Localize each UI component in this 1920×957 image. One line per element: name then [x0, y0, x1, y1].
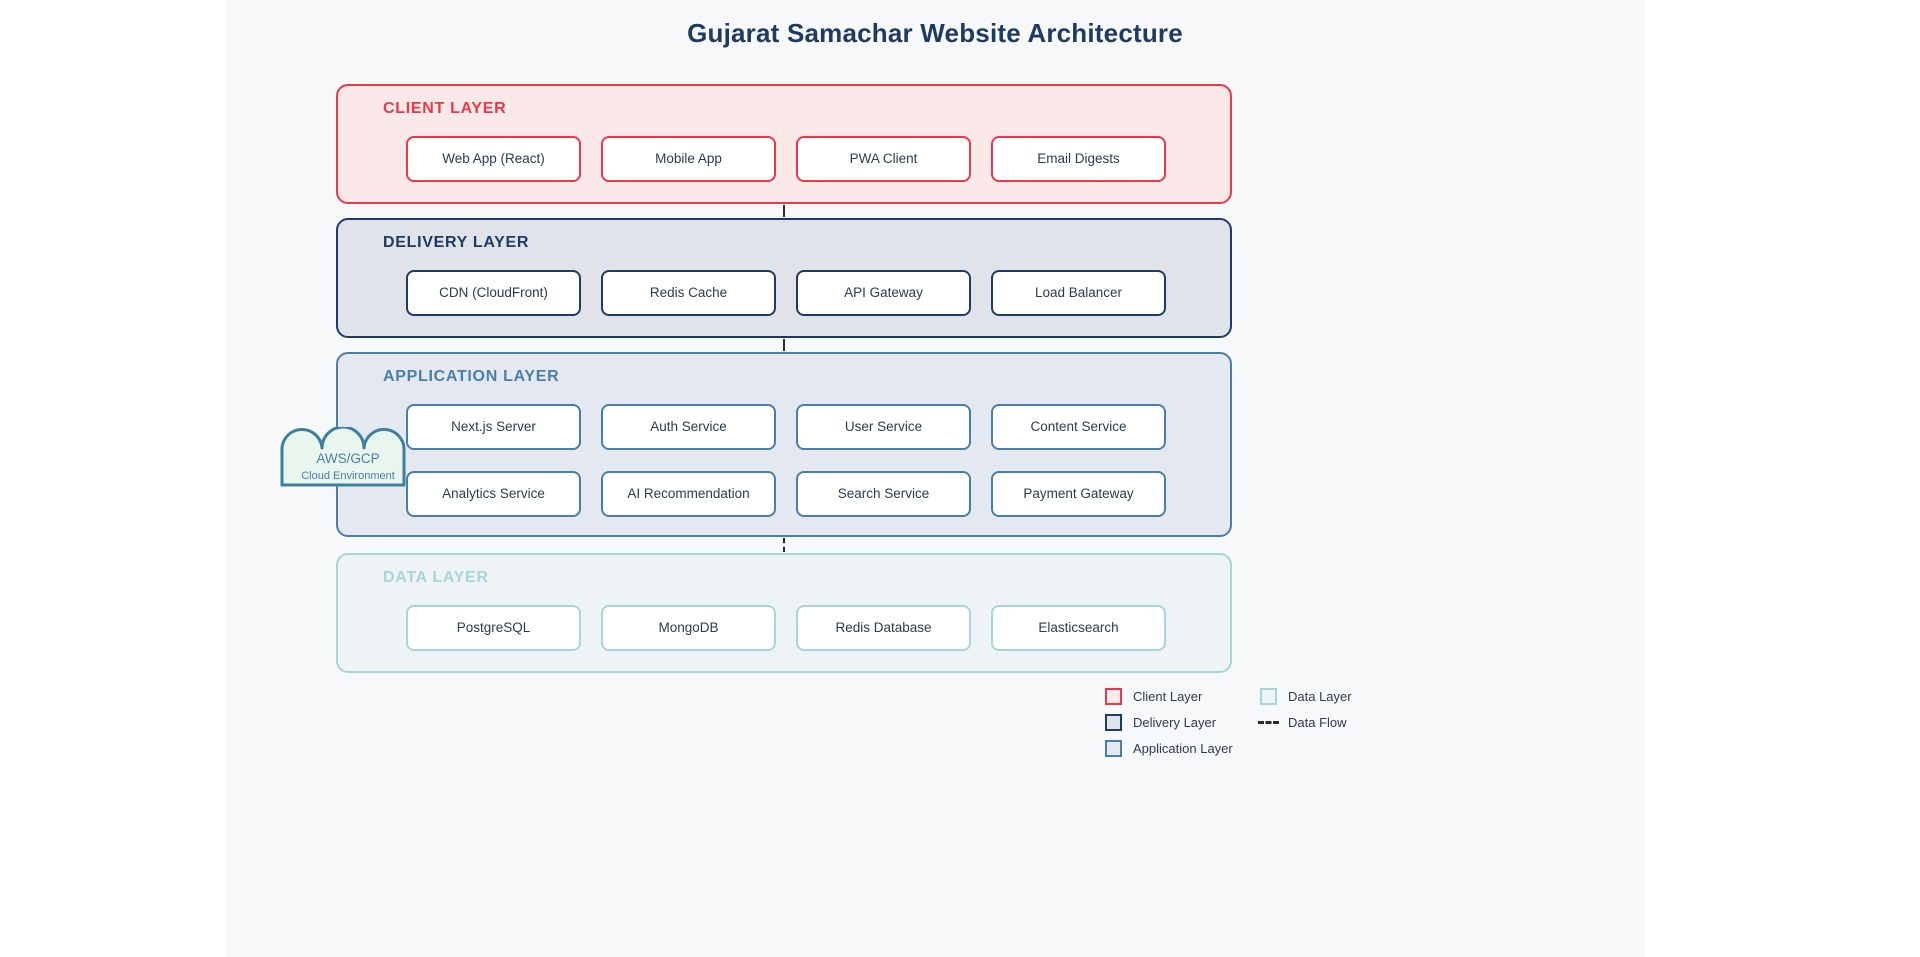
legend-column-right: Data Layer Data Flow: [1258, 683, 1352, 735]
layer-client: CLIENT LAYER Web App (React) Mobile App …: [336, 84, 1232, 204]
legend-swatch-delivery-layer: [1105, 713, 1122, 731]
node-payment-gateway[interactable]: Payment Gateway: [991, 471, 1166, 517]
node-user-service[interactable]: User Service: [796, 404, 971, 450]
legend-item-delivery-layer: Delivery Layer: [1105, 709, 1233, 735]
node-analytics-service[interactable]: Analytics Service: [406, 471, 581, 517]
legend-swatch-data-layer: [1260, 687, 1277, 705]
layer-title-data: DATA LAYER: [383, 569, 489, 586]
node-row-client: Web App (React) Mobile App PWA Client Em…: [406, 136, 1166, 182]
legend-label-delivery-layer: Delivery Layer: [1133, 714, 1217, 730]
cloud-sublabel: Cloud Environment: [301, 470, 395, 482]
node-mobile-app[interactable]: Mobile App: [601, 136, 776, 182]
legend-item-client-layer: Client Layer: [1105, 683, 1233, 709]
legend-swatch-client-layer: [1105, 687, 1122, 705]
legend-swatch-application-layer: [1105, 739, 1122, 757]
node-cdn-cloudfront[interactable]: CDN (CloudFront): [406, 270, 581, 316]
node-web-app-react[interactable]: Web App (React): [406, 136, 581, 182]
node-search-service[interactable]: Search Service: [796, 471, 971, 517]
node-email-digests[interactable]: Email Digests: [991, 136, 1166, 182]
node-redis-database[interactable]: Redis Database: [796, 605, 971, 651]
data-flow-connector-application-data: [783, 538, 785, 552]
legend-label-application-layer: Application Layer: [1133, 740, 1233, 756]
layer-title-delivery: DELIVERY LAYER: [383, 234, 530, 251]
legend-item-data-flow: Data Flow: [1258, 709, 1352, 735]
legend-item-application-layer: Application Layer: [1105, 735, 1233, 761]
node-row-application-2: Analytics Service AI Recommendation Sear…: [406, 471, 1166, 517]
legend-dash-data-flow: [1258, 714, 1279, 731]
node-nextjs-server[interactable]: Next.js Server: [406, 404, 581, 450]
node-row-delivery: CDN (CloudFront) Redis Cache API Gateway…: [406, 270, 1166, 316]
node-elasticsearch[interactable]: Elasticsearch: [991, 605, 1166, 651]
node-postgresql[interactable]: PostgreSQL: [406, 605, 581, 651]
node-load-balancer[interactable]: Load Balancer: [991, 270, 1166, 316]
layer-title-application: APPLICATION LAYER: [383, 368, 560, 385]
diagram-canvas: Gujarat Samachar Website Architecture CL…: [225, 0, 1645, 957]
legend-label-data-flow: Data Flow: [1288, 714, 1347, 730]
page-title: Gujarat Samachar Website Architecture: [687, 18, 1183, 48]
node-mongodb[interactable]: MongoDB: [601, 605, 776, 651]
legend-label-data-layer: Data Layer: [1288, 688, 1352, 704]
legend-column-left: Client Layer Delivery Layer Application …: [1105, 683, 1233, 761]
node-row-application-1: Next.js Server Auth Service User Service…: [406, 404, 1166, 450]
data-flow-connector-delivery-application: [783, 339, 785, 351]
layer-data: DATA LAYER PostgreSQL MongoDB Redis Data…: [336, 553, 1232, 673]
legend-label-client-layer: Client Layer: [1133, 688, 1203, 704]
node-row-data: PostgreSQL MongoDB Redis Database Elasti…: [406, 605, 1166, 651]
layer-delivery: DELIVERY LAYER CDN (CloudFront) Redis Ca…: [336, 218, 1232, 338]
data-flow-connector-client-delivery: [783, 205, 785, 217]
node-redis-cache[interactable]: Redis Cache: [601, 270, 776, 316]
node-ai-recommendation[interactable]: AI Recommendation: [601, 471, 776, 517]
layer-application: APPLICATION LAYER Next.js Server Auth Se…: [336, 352, 1232, 537]
legend-item-data-layer: Data Layer: [1260, 683, 1352, 709]
node-pwa-client[interactable]: PWA Client: [796, 136, 971, 182]
node-api-gateway[interactable]: API Gateway: [796, 270, 971, 316]
node-content-service[interactable]: Content Service: [991, 404, 1166, 450]
node-auth-service[interactable]: Auth Service: [601, 404, 776, 450]
cloud-label: AWS/GCP: [316, 451, 380, 466]
cloud-environment-badge: AWS/GCP Cloud Environment: [279, 427, 417, 489]
cloud-icon: [280, 427, 406, 487]
layer-title-client: CLIENT LAYER: [383, 100, 507, 117]
